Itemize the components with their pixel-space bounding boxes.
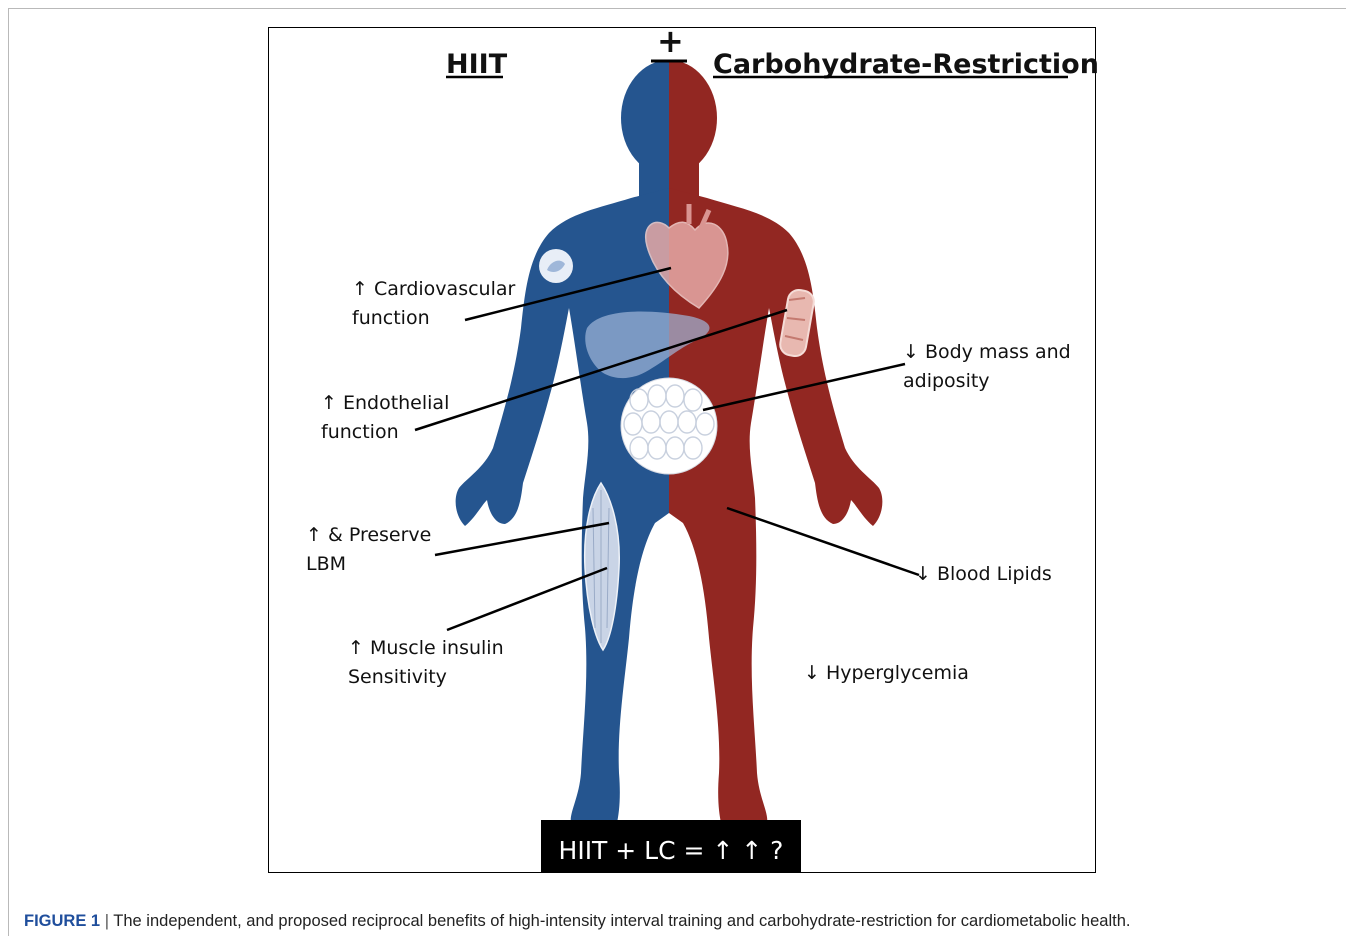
- caption-separator: |: [100, 912, 113, 930]
- summary-box-text: HIIT + LC = ↑ ↑ ?: [559, 836, 784, 865]
- plus-sign: +: [657, 28, 684, 60]
- figure-illustration: HIIT + Carbohydrate-Restriction ↑ Cardio…: [268, 27, 1096, 873]
- label-body-mass-line2: adiposity: [903, 370, 990, 392]
- label-endothelial-line2: function: [321, 421, 399, 443]
- caption-label: FIGURE 1: [24, 912, 100, 930]
- carb-restriction-heading: Carbohydrate-Restriction: [713, 49, 1097, 80]
- hiit-heading: HIIT: [446, 49, 508, 80]
- label-cardiovascular-line1: ↑ Cardiovascular: [352, 278, 516, 300]
- label-blood-lipids: ↓ Blood Lipids: [915, 563, 1052, 585]
- label-hyperglycemia: ↓ Hyperglycemia: [804, 662, 969, 684]
- label-endothelial-line1: ↑ Endothelial: [321, 392, 449, 414]
- label-muscle-insulin-line1: ↑ Muscle insulin: [348, 637, 504, 659]
- adipose-tissue-icon: [621, 378, 717, 474]
- body-diagram: HIIT + Carbohydrate-Restriction ↑ Cardio…: [269, 28, 1097, 874]
- label-preserve-lbm-line1: ↑ & Preserve: [306, 524, 431, 546]
- label-muscle-insulin-line2: Sensitivity: [348, 666, 447, 688]
- label-preserve-lbm-line2: LBM: [306, 553, 346, 575]
- caption-text: The independent, and proposed reciprocal…: [113, 912, 1130, 930]
- label-body-mass-line1: ↓ Body mass and: [903, 341, 1071, 363]
- pancreas-icon: [539, 249, 573, 283]
- figure-caption: FIGURE 1 | The independent, and proposed…: [24, 912, 1334, 931]
- label-cardiovascular-line2: function: [352, 307, 430, 329]
